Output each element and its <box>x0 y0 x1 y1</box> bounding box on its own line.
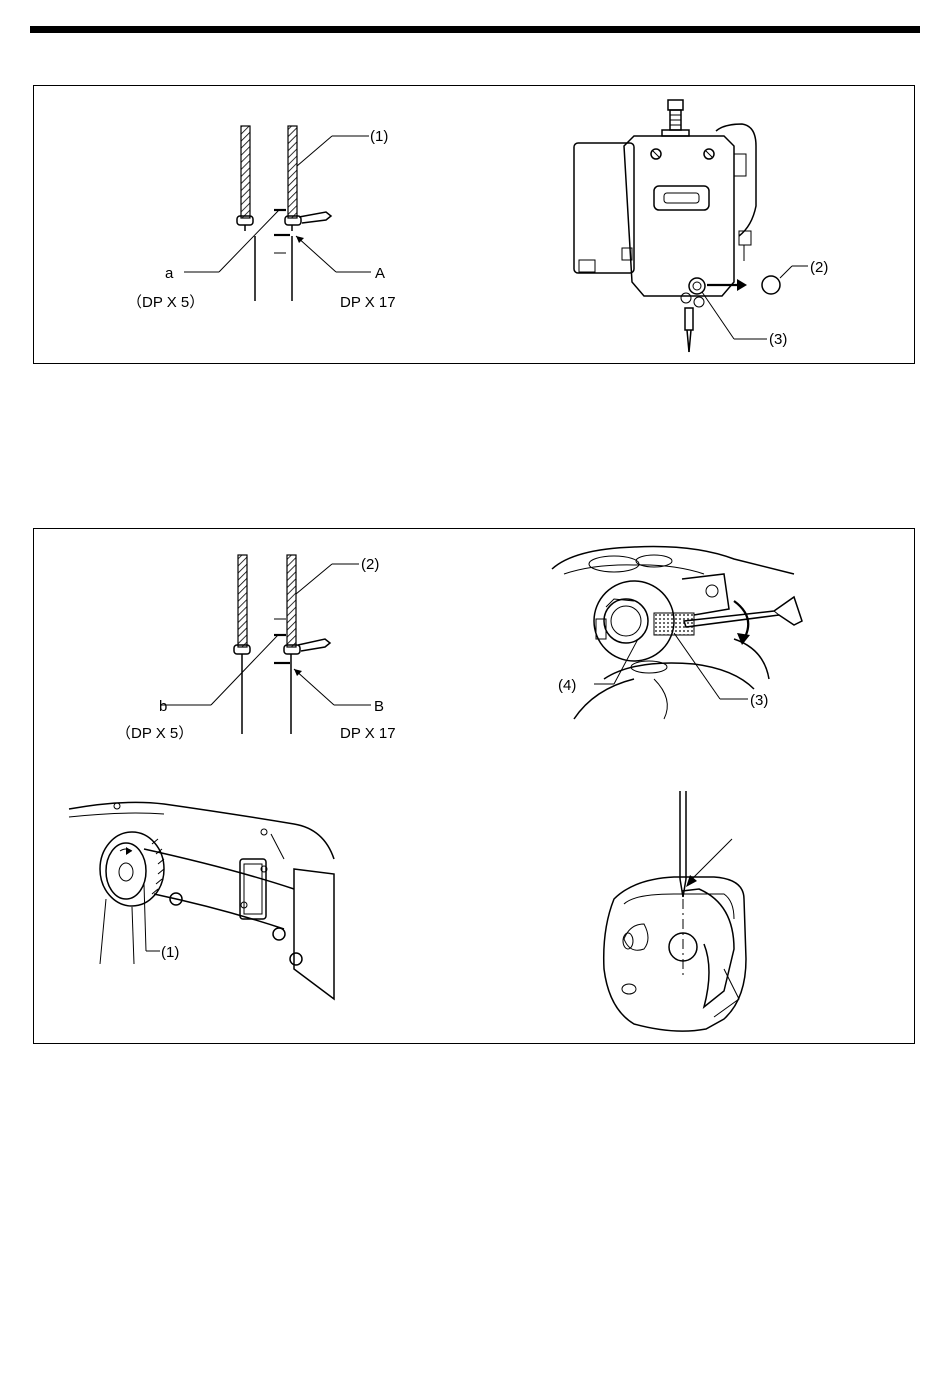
figure-1-svg: (1) a A （DP X 5） DP X 17 <box>34 86 914 363</box>
rotary-hook-diagram <box>604 791 746 1031</box>
header-rule <box>30 26 920 33</box>
label-B: B <box>374 698 384 715</box>
needle-bar-diagram-1: (1) a A （DP X 5） DP X 17 <box>127 126 396 311</box>
label-b: b <box>159 698 167 715</box>
figure-panel-1: (1) a A （DP X 5） DP X 17 <box>33 85 915 364</box>
callout-2: (2) <box>810 259 828 276</box>
callout-1: (1) <box>161 944 179 961</box>
callout-3: (3) <box>769 331 787 348</box>
hook-adjustment-diagram: (4) (3) <box>552 547 802 720</box>
needle-bar-diagram-2: (2) b B （DP X 5） DP X 17 <box>116 555 396 742</box>
callout-2: (2) <box>361 556 379 573</box>
figure-panel-2: (2) b B （DP X 5） DP X 17 <box>33 528 915 1044</box>
label-A: A <box>375 265 385 282</box>
needle-model-right: DP X 17 <box>340 725 396 742</box>
needle-model-left: （DP X 5） <box>116 725 193 742</box>
label-a: a <box>165 265 174 282</box>
callout-1: (1) <box>370 128 388 145</box>
needle-model-right: DP X 17 <box>340 294 396 311</box>
figure-2-svg: (2) b B （DP X 5） DP X 17 <box>34 529 914 1043</box>
needle-model-left: （DP X 5） <box>127 294 204 311</box>
pulley-diagram: (1) <box>69 802 334 999</box>
callout-3: (3) <box>750 692 768 709</box>
callout-4: (4) <box>558 677 576 694</box>
machine-head-diagram: (2) (3) <box>574 100 828 352</box>
